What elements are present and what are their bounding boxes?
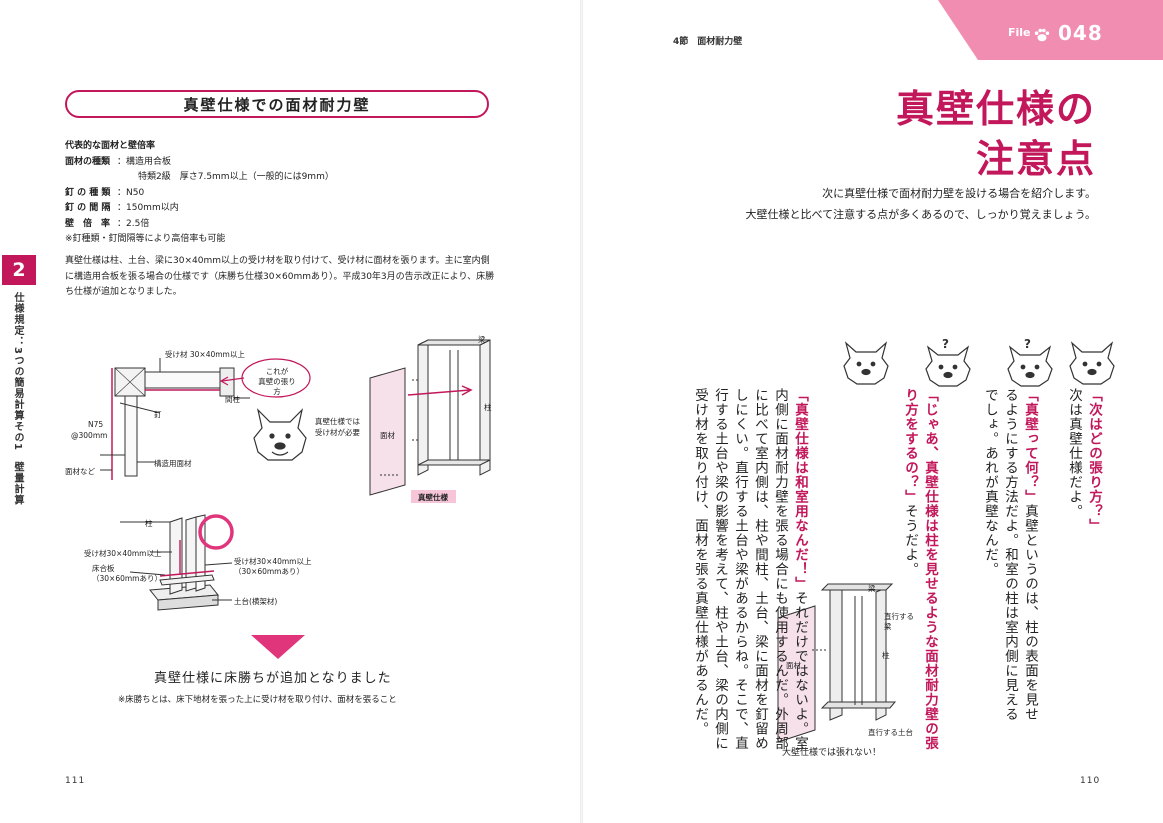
spec-value: ：2.5倍	[117, 218, 150, 229]
label-pitch: @300mm	[71, 431, 108, 440]
question-2: 「真壁って何？」	[1022, 388, 1038, 504]
spec-row: 釘 の 間 隔 ：150mm以内	[65, 201, 334, 217]
frame-exploded-diagram	[369, 339, 491, 496]
label-hashira: 柱	[484, 403, 492, 412]
label-hashira-3: 柱	[145, 519, 153, 528]
spec-note: ※釘種類・釘間隔等により高倍率も可能	[65, 234, 226, 244]
label-hari-r: 梁	[868, 584, 876, 593]
spec-row: 面材の種類 ：構造用合板	[65, 155, 334, 171]
added-note: ※床勝ちとは、床下地材を張った上に受け材を取り付け、面材を張ること	[118, 695, 397, 705]
question-1: 「次はどの張り方？」	[1086, 388, 1102, 533]
spec-key: 面材の種類	[65, 156, 111, 167]
tag-bg	[411, 490, 456, 503]
intro-line2: 大壁仕様と比べて注意する点が多くあるので、しっかり覚えましょう。	[745, 208, 1096, 221]
spec-key: 壁 倍 率	[65, 218, 111, 229]
section-label: 4節 面材耐力壁	[673, 37, 743, 47]
label-uke: 受け材 30×40mm以上	[165, 350, 245, 359]
answer-4: それだけではないよ。室内側に面材耐力壁を張る場合にも使用するんだ。外周部に比べて…	[692, 388, 808, 751]
answer-1: 次は真壁仕様だよ。	[1066, 388, 1082, 519]
dog-question-icon: ?	[1007, 337, 1053, 387]
chapter-tab: 2	[2, 255, 36, 285]
label-mabashira: 間柱	[225, 395, 240, 404]
spec-value: ：構造用合板	[117, 156, 172, 167]
spec-row: 壁 倍 率 ：2.5倍	[65, 217, 334, 233]
body-paragraph: 真壁仕様は柱、土台、梁に30×40mm以上の受け材を取り付けて、受け材に面材を張…	[65, 256, 495, 297]
spec-key: 釘 の 間 隔	[65, 203, 111, 213]
spec-key: 釘 の 種 類	[65, 187, 111, 198]
label-kouzou: 構造用面材	[154, 459, 192, 468]
page-number-left: 111	[65, 776, 86, 786]
dog-illustration-left	[253, 408, 307, 461]
label-uke1: 受け材30×40mm以上	[84, 549, 162, 558]
down-arrow	[251, 635, 305, 659]
label-menzai-r: 面材	[786, 661, 801, 670]
intro: 次に真壁仕様で面材耐力壁を設ける場合を紹介します。 大壁仕様と比べて注意する点が…	[746, 183, 1096, 225]
spec-value: ：N50	[117, 187, 145, 198]
title-line1: 真壁仕様の	[895, 87, 1096, 131]
chapter-number: 2	[12, 259, 26, 281]
svg-text:?: ?	[1024, 337, 1031, 351]
right-page	[582, 0, 1163, 823]
chapter-title: 仕様規定：3つの簡易計算その1 壁量計算	[12, 292, 23, 506]
label-hari: 梁	[478, 335, 486, 344]
paw-icon	[1034, 28, 1050, 42]
highlight-circle	[198, 514, 234, 550]
dog-question-icon: ?	[925, 337, 971, 387]
label-hashira-r: 柱	[882, 651, 890, 660]
answer-3: そうだよ。	[902, 504, 918, 577]
dialog-column-1: 「次はどの張り方？」次は真壁仕様だよ。	[1064, 388, 1104, 538]
left-diagrams	[100, 339, 491, 611]
intro-line1: 次に真壁仕様で面材耐力壁を設ける場合を紹介します。	[822, 187, 1096, 200]
question-3: 「じゃあ、真壁仕様は柱を見せるような面材耐力壁の張り方をするの？」	[902, 388, 938, 751]
file-label: File	[1008, 26, 1031, 39]
floor-detail-diagram	[120, 514, 233, 611]
section-title-box: 真壁仕様での面材耐力壁	[65, 90, 489, 118]
label-yukaita: 床合板 （30×60mmあり）	[92, 564, 162, 583]
label-dodai: 土台(横架材)	[234, 597, 278, 606]
file-number: 048	[1058, 21, 1103, 45]
label-menzai-nado: 面材など	[65, 467, 95, 476]
label-note: 真壁仕様では 受け材が必要	[315, 417, 360, 437]
question-4: 「真壁仕様は和室用なんだ！」	[792, 388, 808, 591]
tag-shinkabe: 真壁仕様	[418, 493, 448, 502]
page-title: 真壁仕様の 注意点	[896, 84, 1096, 184]
diagram-caption: 大壁仕様では張れない！	[782, 748, 882, 758]
plan-section-diagram	[100, 358, 250, 480]
label-kugi: 釘	[154, 410, 162, 419]
bubble-arrow	[219, 358, 311, 398]
spec-heading: 代表的な面材と壁倍率	[65, 141, 156, 151]
answer-2: 真壁というのは、柱の表面を見せるようにする方法だよ。和室の柱は室内側に見えるでし…	[982, 388, 1038, 722]
spec-value: ：150mm以内	[117, 203, 179, 213]
dog-icon	[1069, 341, 1115, 385]
section-title: 真壁仕様での面材耐力壁	[183, 95, 371, 114]
dialog-column-2: 「真壁って何？」真壁というのは、柱の表面を見せるようにする方法だよ。和室の柱は室…	[980, 388, 1040, 733]
spec-list: 代表的な面材と壁倍率 面材の種類 ：構造用合板 特類2級 厚さ7.5mm以上（一般…	[65, 139, 334, 248]
bubble-text: これが 真壁の張り方	[258, 367, 296, 396]
spec-row: 釘 の 種 類 ：N50	[65, 186, 334, 202]
label-chokko-dodai: 直行する土台	[868, 728, 913, 737]
file-banner	[938, 0, 1163, 60]
dialog-column-4: 「真壁仕様は和室用なんだ！」それだけではないよ。室内側に面材耐力壁を張る場合にも…	[690, 388, 810, 758]
page-number-right: 110	[1080, 776, 1101, 786]
title-line2: 注意点	[975, 137, 1096, 181]
svg-text:?: ?	[942, 337, 949, 351]
spec-row: 特類2級 厚さ7.5mm以上（一般的には9mm）	[65, 170, 334, 186]
label-uke2: 受け材30×40mm以上 （30×60mmあり）	[234, 557, 312, 576]
dialog-column-3: 「じゃあ、真壁仕様は柱を見せるような面材耐力壁の張り方をするの？」そうだよ。	[900, 388, 940, 758]
spec-value: 特類2級 厚さ7.5mm以上（一般的には9mm）	[138, 172, 334, 182]
book-gutter	[580, 0, 583, 823]
added-text: 真壁仕様に床勝ちが追加となりました	[154, 671, 392, 686]
label-n75: N75	[88, 420, 104, 429]
dog-icon	[843, 341, 889, 385]
label-menzai: 面材	[380, 431, 395, 440]
daikabe-diagram	[777, 583, 897, 743]
label-chokko-hari: 直行する 梁	[884, 612, 914, 631]
